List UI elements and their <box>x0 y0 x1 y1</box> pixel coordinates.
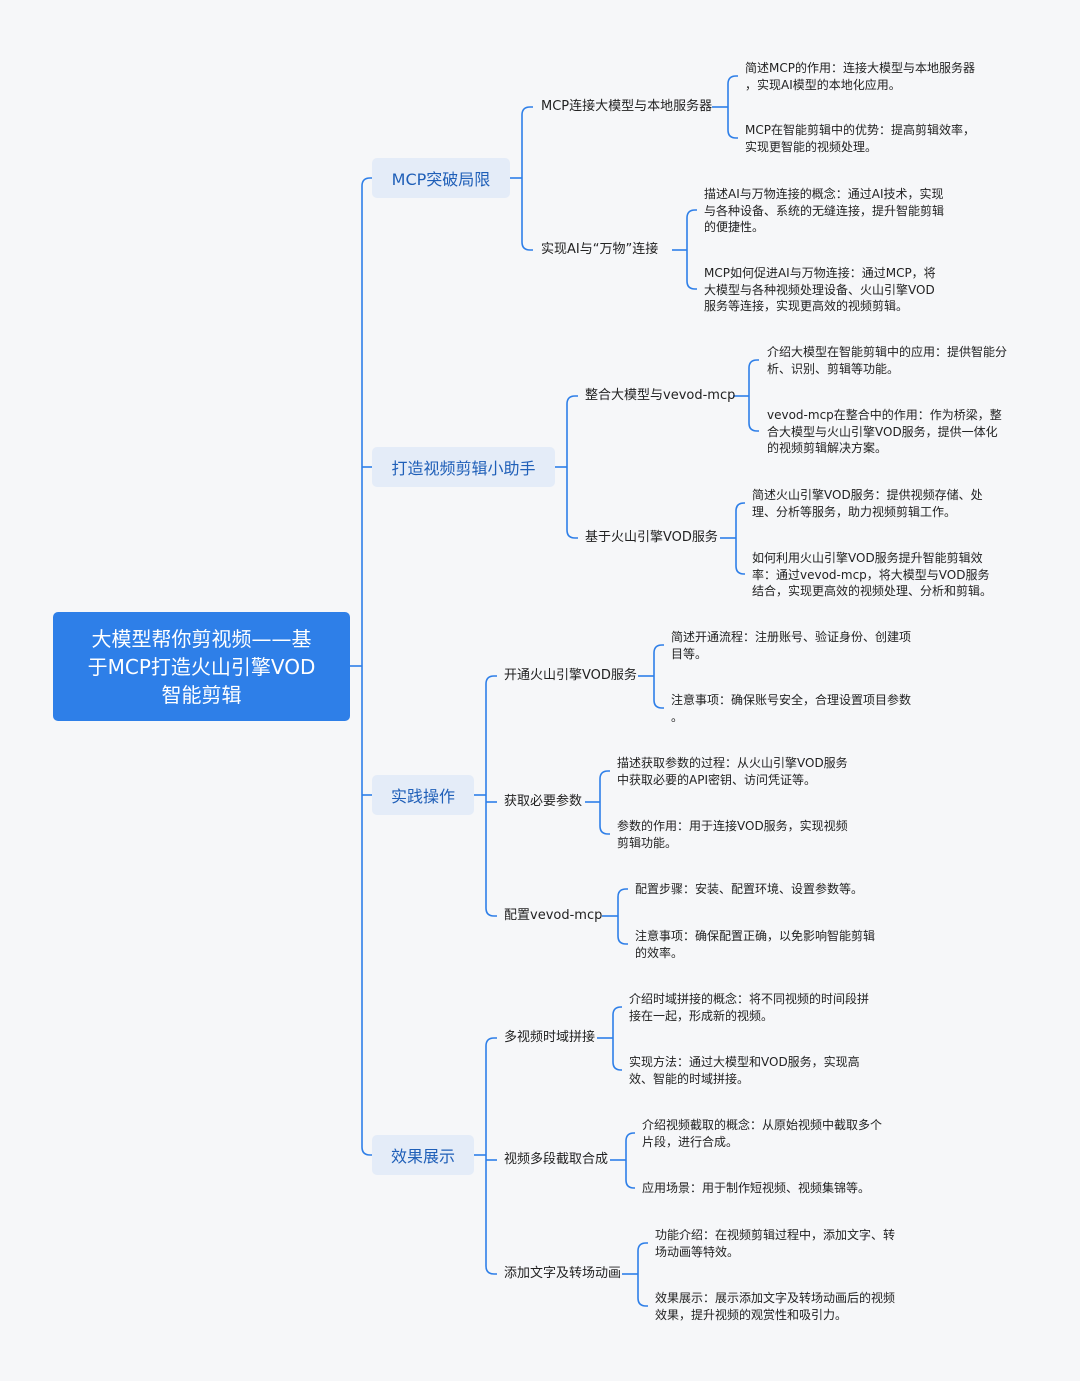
connector-line <box>521 106 533 116</box>
connector-line <box>617 935 628 945</box>
note-config-steps[interactable]: 配置步骤：安装、配置环境、设置参数等。 <box>635 882 864 896</box>
connector-line <box>637 1242 648 1252</box>
topic-multi-segment-compose[interactable]: 视频多段截取合成 <box>504 1152 609 1167</box>
note-mcp-advantage[interactable]: MCP在智能剪辑中的优势：提高剪辑效率， 实现更智能的视频处理。 <box>745 123 975 154</box>
note-splice-method[interactable]: 实现方法：通过大模型和VOD服务，实现高 效、智能的时域拼接。 <box>629 1055 860 1086</box>
note-param-process[interactable]: 描述获取参数的过程：从火山引擎VOD服务 中获取必要的API密钥、访问凭证等。 <box>617 756 848 787</box>
connector-line <box>727 129 738 139</box>
topic-multi-video-splicing[interactable]: 多视频时域拼接 <box>504 1030 596 1045</box>
branch-practice[interactable]: 实践操作 <box>372 775 474 815</box>
topic-ai-connect-everything[interactable]: 实现AI与“万物”连接 <box>541 242 659 257</box>
note-mcp-role[interactable]: 简述MCP的作用：连接大模型与本地服务器 ，实现AI模型的本地化应用。 <box>745 61 975 92</box>
topic-mcp-connect-server[interactable]: MCP连接大模型与本地服务器 <box>541 99 713 114</box>
topic-integrate-vevod-mcp[interactable]: 整合大模型与vevod-mcp <box>585 388 736 403</box>
connector-line <box>727 75 738 85</box>
connector-line <box>625 1132 635 1142</box>
connector-line <box>612 1006 622 1016</box>
connector-line <box>686 280 697 290</box>
note-vod-overview[interactable]: 简述火山引擎VOD服务：提供视频存储、处 理、分析等服务，助力视频剪辑工作。 <box>752 488 983 519</box>
root-topic[interactable]: 大模型帮你剪视频——基 于MCP打造火山引擎VOD 智能剪辑 <box>53 612 350 721</box>
note-cut-scenario[interactable]: 应用场景：用于制作短视频、视频集锦等。 <box>642 1181 871 1195</box>
note-config-caution[interactable]: 注意事项：确保配置正确，以免影响智能剪辑 的效率。 <box>635 929 876 960</box>
connector-line <box>485 907 497 917</box>
topic-text-transitions[interactable]: 添加文字及转场动画 <box>504 1266 622 1281</box>
note-mcp-promote-ai[interactable]: MCP如何促进AI与万物连接：通过MCP，将 大模型与各种视频处理设备、火山引擎… <box>704 266 936 313</box>
note-text-effect[interactable]: 效果展示：展示添加文字及转场动画后的视频 效果，提升视频的观赏性和吸引力。 <box>655 1291 896 1322</box>
connector-line <box>686 209 697 219</box>
connector-line <box>637 1297 648 1307</box>
branch-build-assistant[interactable]: 打造视频剪辑小助手 <box>372 447 555 487</box>
note-open-process[interactable]: 简述开通流程：注册账号、验证身份、创建项 目等。 <box>671 630 912 661</box>
connector-line <box>599 825 610 835</box>
connector-line <box>361 1146 372 1156</box>
connector-line <box>361 177 372 187</box>
connector-line <box>653 699 664 709</box>
connector-line <box>748 359 759 369</box>
note-vevod-role[interactable]: vevod-mcp在整合中的作用：作为桥梁，整 合大模型与火山引擎VOD服务，提… <box>767 408 1002 455</box>
connector-line <box>653 644 664 654</box>
topic-configure-vevod-mcp[interactable]: 配置vevod-mcp <box>504 908 603 923</box>
connector-line <box>485 675 497 685</box>
note-param-usage[interactable]: 参数的作用：用于连接VOD服务，实现视频 剪辑功能。 <box>617 819 848 850</box>
connector-line <box>735 502 745 512</box>
branch-mcp-breakthrough[interactable]: MCP突破局限 <box>372 158 510 198</box>
connector-line <box>566 395 578 405</box>
topic-open-vod-service[interactable]: 开通火山引擎VOD服务 <box>504 668 637 683</box>
connector-line <box>612 1061 622 1071</box>
note-text-feature[interactable]: 功能介绍：在视频剪辑过程中，添加文字、转 场动画等特效。 <box>655 1228 896 1259</box>
topic-volcengine-vod-service[interactable]: 基于火山引擎VOD服务 <box>585 530 718 545</box>
connector-line <box>617 888 628 898</box>
note-vod-efficiency[interactable]: 如何利用火山引擎VOD服务提升智能剪辑效 率：通过vevod-mcp，将大模型与… <box>752 551 993 598</box>
note-cut-concept[interactable]: 介绍视频截取的概念：从原始视频中截取多个 片段，进行合成。 <box>642 1118 883 1149</box>
note-ai-everything-concept[interactable]: 描述AI与万物连接的概念：通过AI技术，实现 与各种设备、系统的无缝连接，提升智… <box>704 187 945 234</box>
connector-line <box>521 241 533 251</box>
connector-line <box>625 1179 635 1189</box>
connector-line <box>485 1037 497 1047</box>
connector-line <box>735 565 745 575</box>
note-splice-concept[interactable]: 介绍时域拼接的概念：将不同视频的时间段拼 接在一起，形成新的视频。 <box>629 992 870 1023</box>
connector-line <box>566 529 578 539</box>
connector-line <box>599 770 610 780</box>
note-open-caution[interactable]: 注意事项：确保账号安全，合理设置项目参数 。 <box>671 693 912 724</box>
topic-get-parameters[interactable]: 获取必要参数 <box>504 794 583 809</box>
branch-results[interactable]: 效果展示 <box>372 1135 474 1175</box>
note-model-application[interactable]: 介绍大模型在智能剪辑中的应用：提供智能分 析、识别、剪辑等功能。 <box>767 345 1008 376</box>
connector-line <box>748 422 759 432</box>
connector-line <box>485 1265 497 1275</box>
